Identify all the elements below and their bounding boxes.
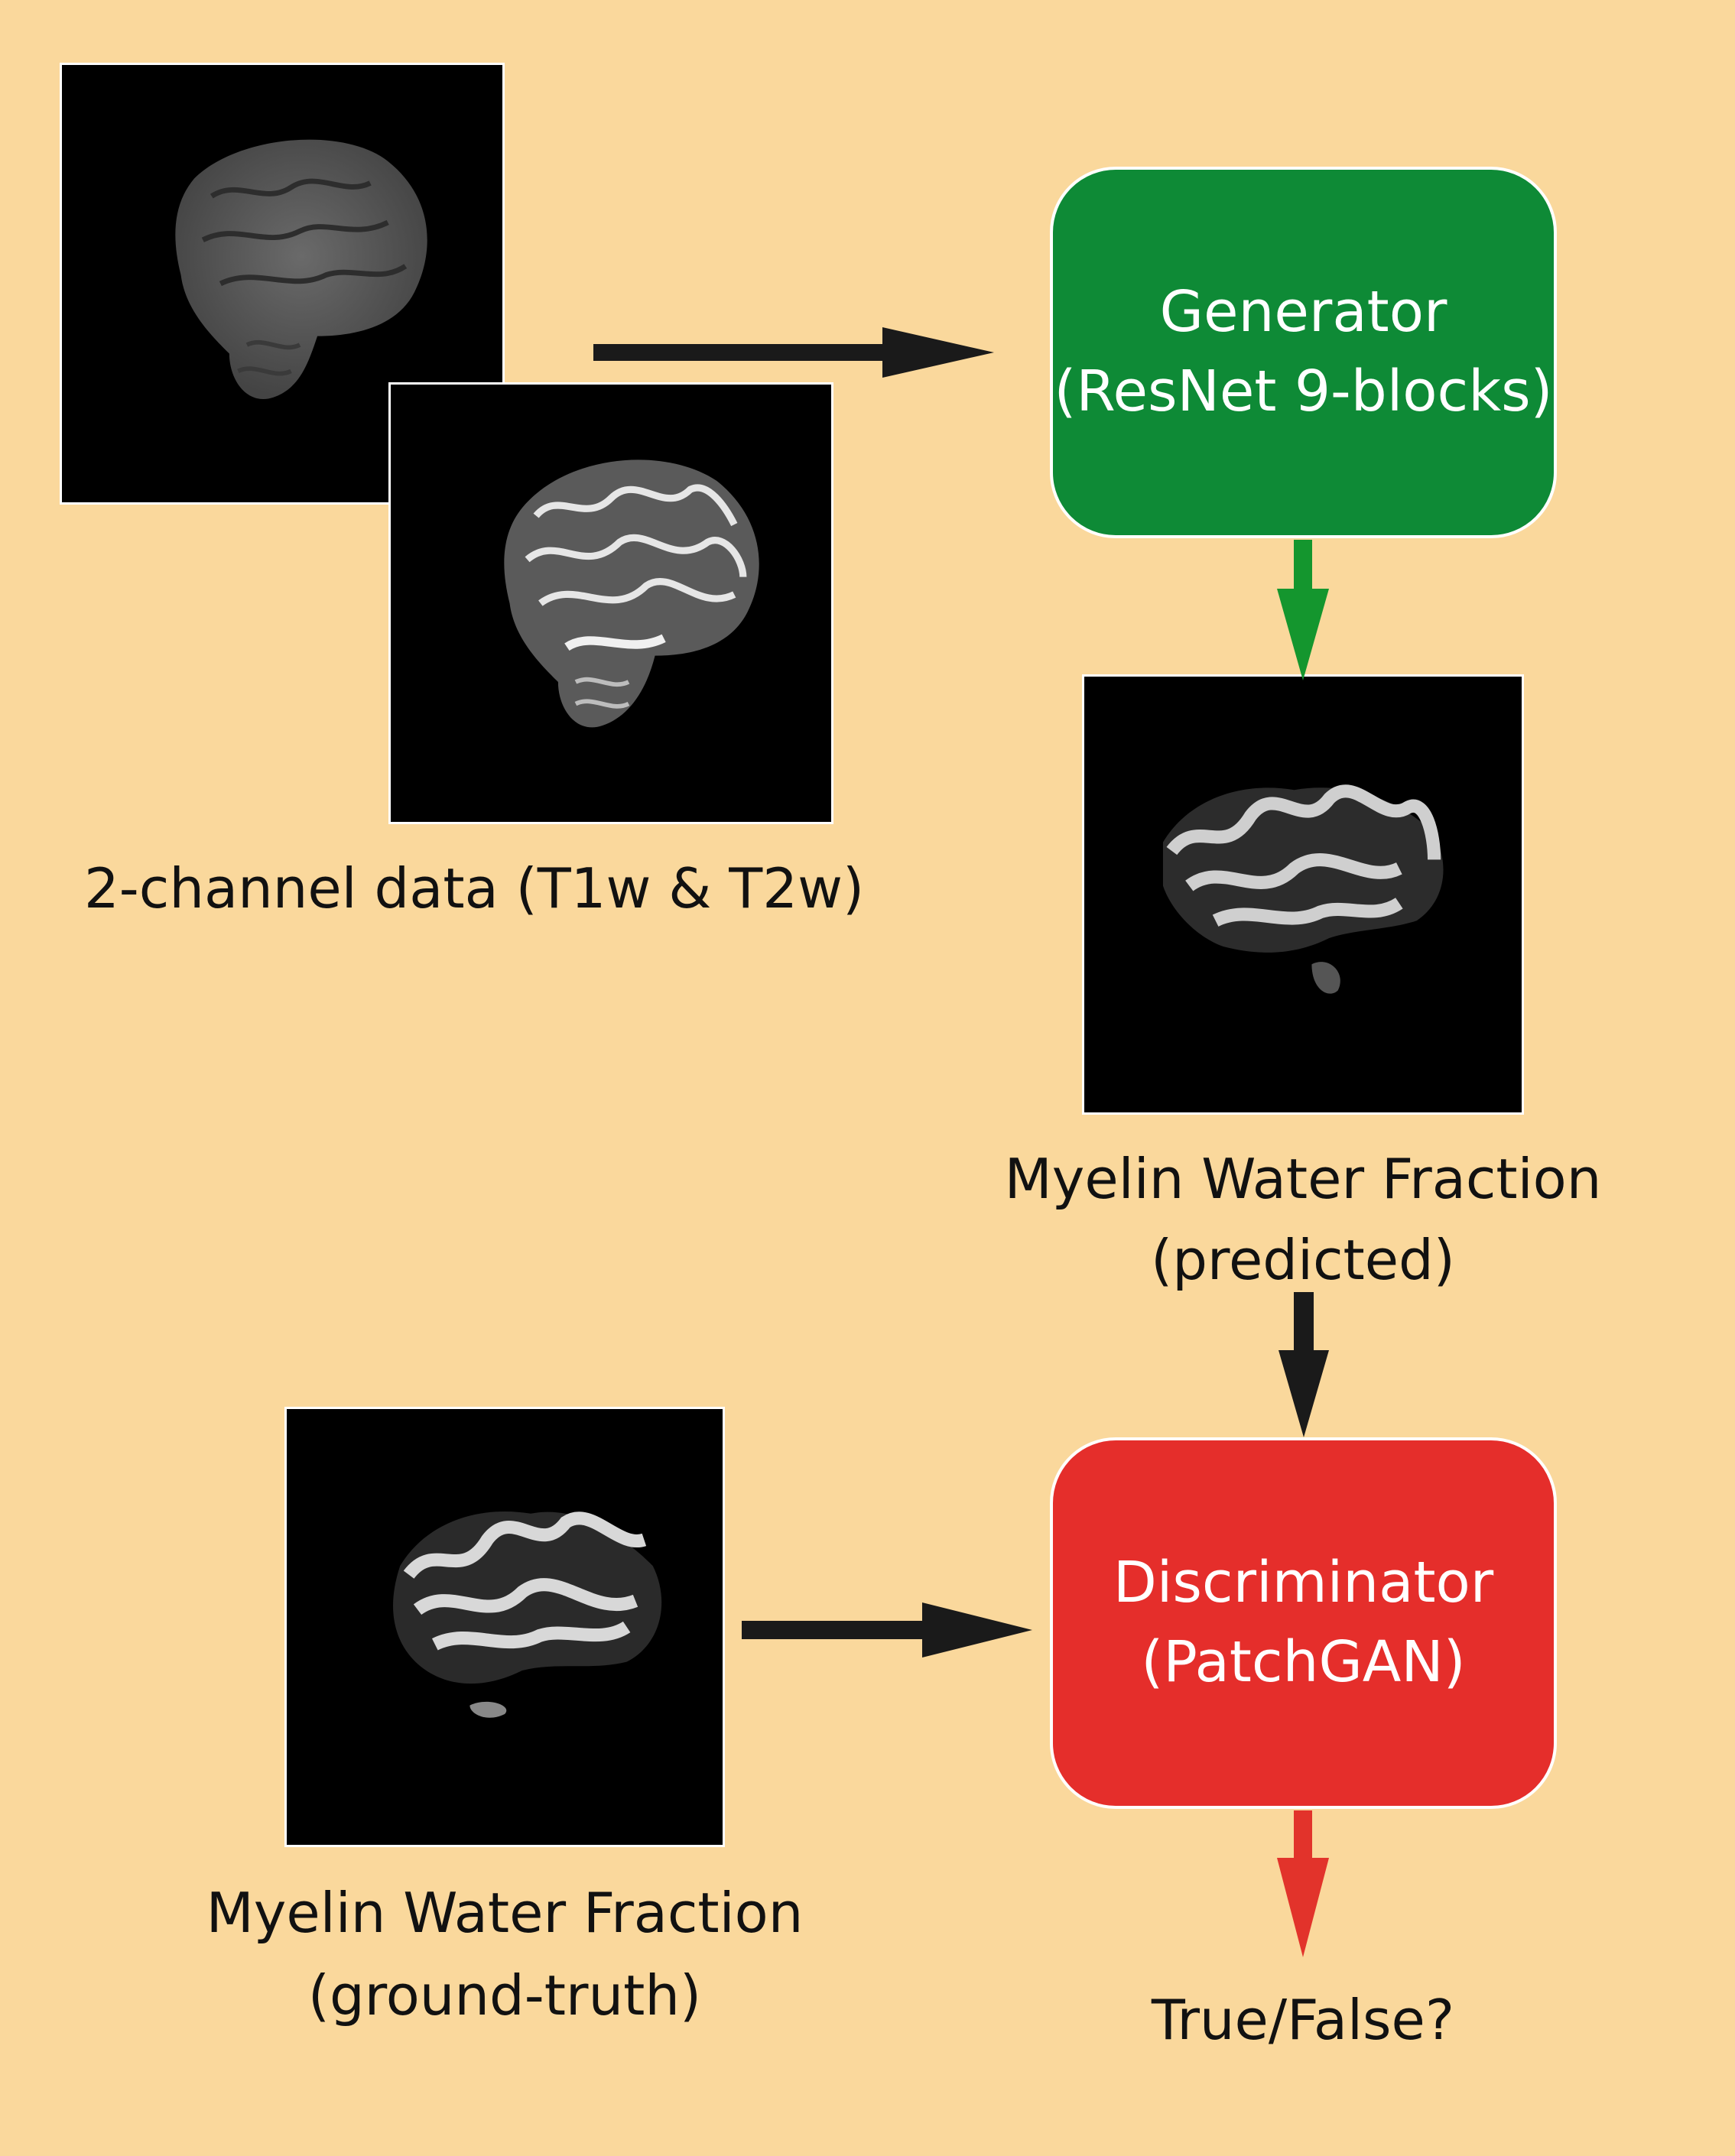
predicted-mwf-image [1082, 674, 1524, 1115]
t2w-image [388, 382, 833, 824]
discriminator-box: Discriminator (PatchGAN) [1050, 1437, 1557, 1809]
ground-truth-mwf-image [284, 1407, 725, 1847]
arrow-input-to-generator [593, 327, 994, 378]
input-label: 2-channel data (T1w & T2w) [83, 856, 865, 921]
predicted-label-line2: (predicted) [1151, 1228, 1455, 1292]
groundtruth-label-line1: Myelin Water Fraction [206, 1881, 804, 1945]
discriminator-title: Discriminator [1113, 1550, 1494, 1616]
generator-box: Generator (ResNet 9-blocks) [1050, 167, 1557, 538]
generator-subtitle: (ResNet 9-blocks) [1054, 359, 1553, 424]
arrow-discriminator-to-output [1277, 1810, 1329, 1957]
predicted-label-line1: Myelin Water Fraction [1004, 1147, 1602, 1211]
discriminator-subtitle: (PatchGAN) [1141, 1629, 1466, 1695]
generator-title: Generator [1159, 279, 1447, 346]
arrow-generator-to-predicted [1277, 540, 1329, 680]
t1w-image [60, 63, 505, 505]
output-label: True/False? [1151, 1988, 1455, 2052]
groundtruth-label-line2: (ground-truth) [307, 1963, 702, 2028]
arrow-predicted-to-discriminator [1279, 1292, 1329, 1437]
arrow-groundtruth-to-discriminator [742, 1602, 1032, 1658]
